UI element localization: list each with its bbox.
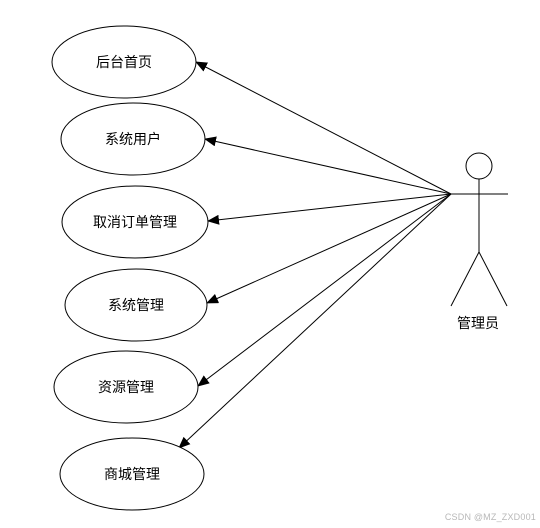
use-case-label: 系统管理 (108, 298, 164, 314)
use-case-resource-management[interactable]: 资源管理 (53, 350, 199, 424)
association-line (204, 136, 452, 195)
association-lines (178, 61, 452, 449)
actor-head (465, 152, 493, 180)
association-line (195, 61, 452, 195)
actor-left-leg (450, 251, 480, 307)
use-case-label: 资源管理 (98, 380, 154, 396)
use-case-system-management[interactable]: 系统管理 (64, 268, 208, 342)
use-case-label: 后台首页 (96, 55, 152, 71)
association-line (206, 193, 452, 304)
use-case-system-users[interactable]: 系统用户 (60, 102, 206, 176)
use-case-mall-management[interactable]: 商城管理 (59, 437, 205, 511)
use-case-label: 系统用户 (105, 131, 161, 148)
association-line (207, 193, 452, 225)
watermark: CSDN @MZ_ZXD001 (444, 512, 536, 522)
actor-label: 管理员 (457, 316, 499, 332)
association-line (197, 193, 452, 387)
use-case-label: 商城管理 (104, 467, 160, 483)
association-line (178, 193, 452, 449)
actor-right-leg (478, 251, 508, 307)
use-case-cancel-orders[interactable]: 取消订单管理 (61, 185, 209, 259)
actor[interactable]: 管理员 (450, 152, 508, 332)
use-case-backend-home[interactable]: 后台首页 (51, 25, 197, 99)
use-case-label: 取消订单管理 (93, 215, 177, 231)
